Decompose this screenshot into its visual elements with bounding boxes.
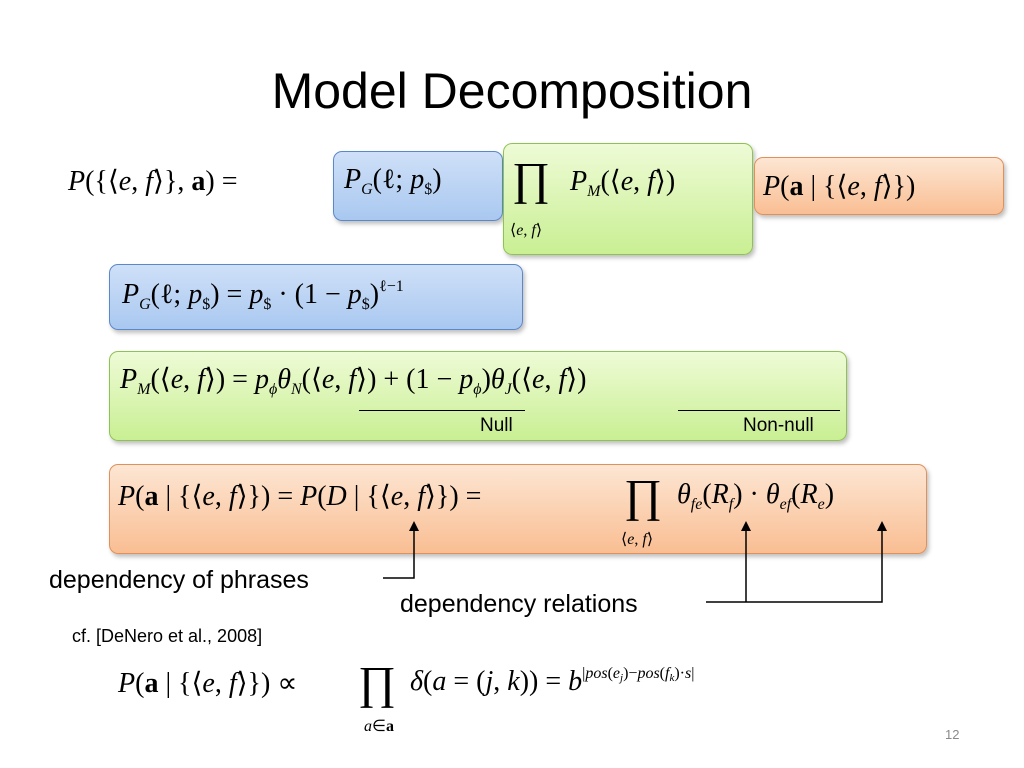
alignment-formula-box: P(a | {⟨e, f⟩}) = P(D | {⟨e, f⟩}) = ∏ ⟨e… bbox=[109, 464, 927, 554]
null-label: Null bbox=[480, 415, 513, 436]
distortion-product-symbol: ∏ bbox=[358, 657, 396, 708]
citation: cf. [DeNero et al., 2008] bbox=[72, 626, 263, 646]
alignment-product-symbol: ∏ bbox=[624, 470, 662, 521]
dependency-of-phrases-arrow bbox=[383, 521, 419, 579]
distortion-formula-left: P(a | {⟨e, f⟩}) ∝ bbox=[118, 668, 298, 699]
phrase-model-term: PM(⟨e, f⟩) bbox=[570, 166, 676, 200]
main-equation-lhs: P({⟨e, f⟩}, a) = bbox=[68, 166, 238, 197]
page-number: 12 bbox=[945, 727, 960, 742]
non-null-label: Non-null bbox=[743, 415, 814, 436]
phrase-model-formula-box: PM(⟨e, f⟩) = pϕθN(⟨e, f⟩) + (1 − pϕ)θJ(⟨… bbox=[109, 351, 847, 441]
distortion-product-subscript: a∈a bbox=[364, 718, 394, 735]
dependency-of-phrases-label: dependency of phrases bbox=[49, 566, 309, 594]
alignment-formula-right: θfe(Rf) · θef(Re) bbox=[677, 479, 835, 513]
distortion-formula-right: δ(a = (j, k)) = b|pos(ej)−pos(fk)·s| bbox=[410, 665, 695, 698]
alignment-formula-left: P(a | {⟨e, f⟩}) = P(D | {⟨e, f⟩}) = bbox=[118, 481, 482, 512]
geometric-formula: PG(ℓ; p$) = p$ · (1 − p$)ℓ−1 bbox=[122, 278, 404, 313]
geometric-formula-box: PG(ℓ; p$) = p$ · (1 − p$)ℓ−1 bbox=[109, 264, 523, 330]
product-symbol: ∏ bbox=[512, 153, 550, 204]
dependency-relations-label: dependency relations bbox=[400, 590, 638, 618]
dependency-relations-arrow bbox=[706, 521, 887, 603]
geometric-term-box: PG(ℓ; p$) bbox=[333, 151, 503, 221]
phrase-model-formula: PM(⟨e, f⟩) = pϕθN(⟨e, f⟩) + (1 − pϕ)θJ(⟨… bbox=[120, 364, 587, 398]
alignment-product-subscript: ⟨e, f⟩ bbox=[621, 531, 654, 548]
phrase-product-box: ∏ ⟨e, f⟩ PM(⟨e, f⟩) bbox=[503, 143, 753, 255]
non-null-underline bbox=[678, 410, 840, 411]
product-subscript: ⟨e, f⟩ bbox=[510, 222, 543, 239]
geometric-term: PG(ℓ; p$) bbox=[344, 164, 442, 198]
alignment-term: P(a | {⟨e, f⟩}) bbox=[763, 171, 916, 202]
null-underline bbox=[359, 410, 525, 411]
alignment-term-box: P(a | {⟨e, f⟩}) bbox=[754, 157, 1004, 215]
slide-title: Model Decomposition bbox=[271, 63, 753, 119]
